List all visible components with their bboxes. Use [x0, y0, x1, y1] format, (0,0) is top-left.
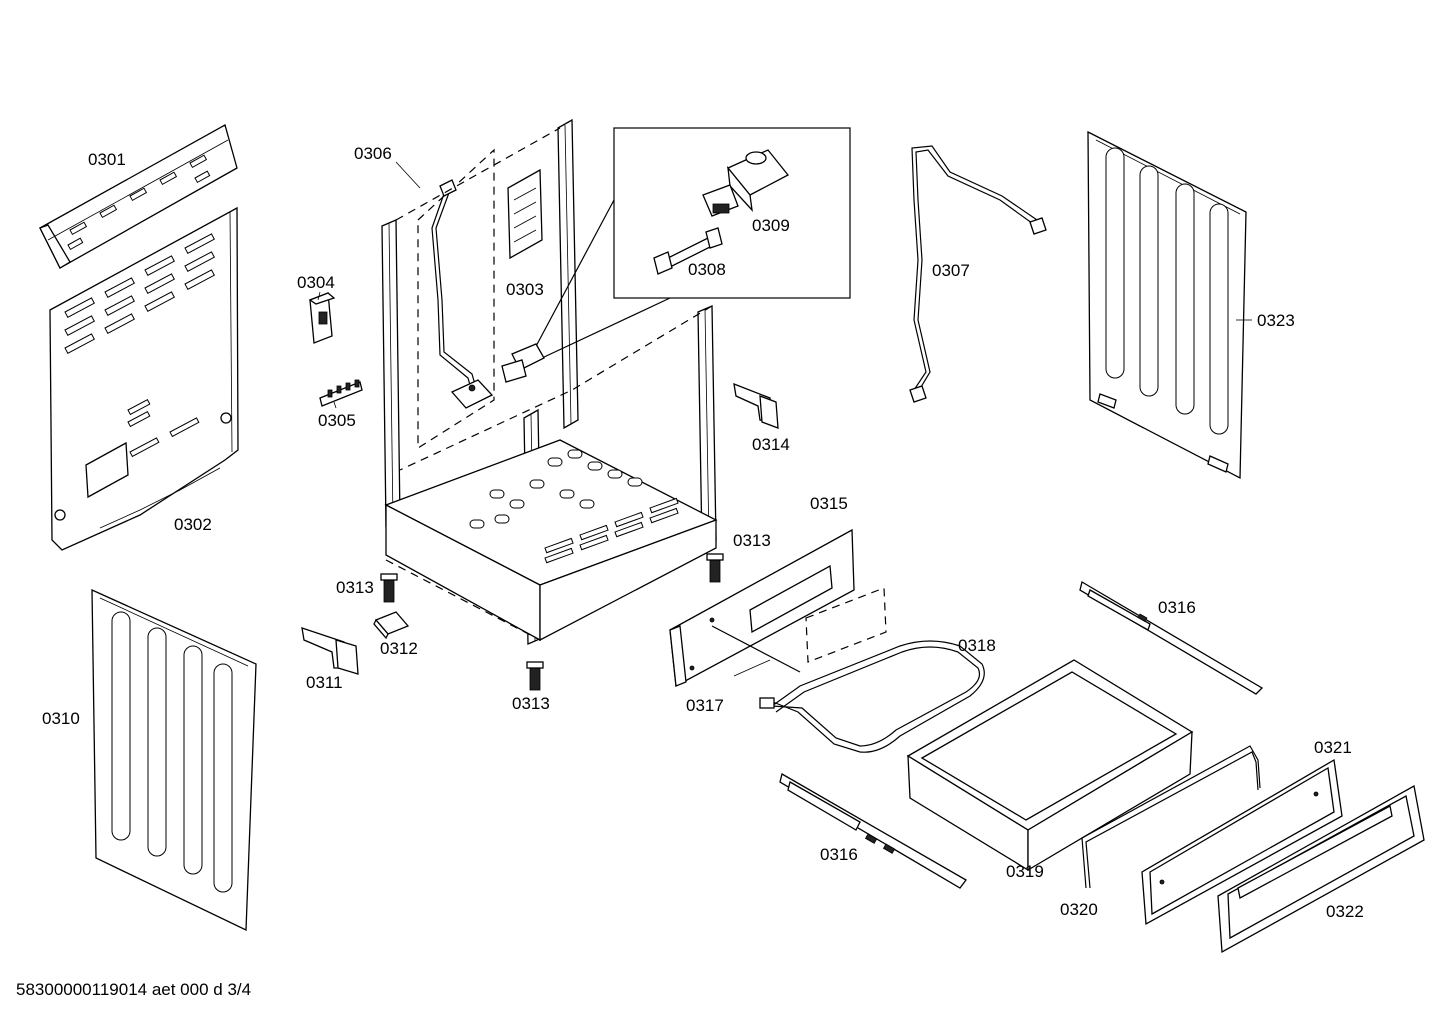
label-0313-left: 0313 — [336, 578, 374, 597]
label-0309: 0309 — [752, 216, 790, 235]
valve-inset-box — [533, 127, 851, 359]
part-0313-screw-a[interactable] — [380, 573, 398, 603]
part-0313-screw-b[interactable] — [706, 553, 724, 583]
part-0321-drawer-inner-panel[interactable] — [1141, 758, 1343, 926]
label-0314: 0314 — [752, 435, 790, 454]
part-0307-gas-pipe[interactable] — [909, 145, 1047, 403]
label-0320: 0320 — [1060, 900, 1098, 919]
label-0316-lower: 0316 — [820, 845, 858, 864]
part-0312-clip[interactable] — [373, 611, 410, 640]
label-0301: 0301 — [88, 150, 126, 169]
label-0316-upper: 0316 — [1158, 598, 1196, 617]
label-0313-right: 0313 — [733, 531, 771, 550]
part-0308-valve-fitting[interactable] — [653, 227, 723, 275]
label-0308: 0308 — [688, 260, 726, 279]
label-0313-bottom: 0313 — [512, 694, 550, 713]
label-0311: 0311 — [306, 673, 343, 692]
document-footer-id: 58300000119014 aet 000 d 3/4 — [16, 980, 252, 999]
part-0304-switch-block[interactable] — [308, 292, 336, 344]
label-0306: 0306 — [354, 144, 392, 163]
label-0304: 0304 — [297, 273, 335, 292]
part-0322-drawer-front[interactable] — [1217, 784, 1425, 954]
part-0318-heating-element[interactable] — [759, 640, 985, 753]
label-0303: 0303 — [506, 280, 544, 299]
label-0317: 0317 — [686, 696, 724, 715]
label-0307: 0307 — [932, 261, 970, 280]
part-0311-bracket[interactable] — [301, 627, 359, 675]
label-0315: 0315 — [810, 494, 848, 513]
part-0302-back-panel[interactable] — [49, 206, 239, 551]
valve-on-frame — [501, 343, 545, 383]
appliance-frame — [381, 118, 718, 645]
label-0323: 0323 — [1257, 311, 1295, 330]
label-0312: 0312 — [380, 639, 418, 658]
part-0306-gas-tube[interactable] — [417, 148, 495, 450]
part-0310-side-panel-left[interactable] — [91, 588, 257, 932]
part-0303-control-board[interactable] — [507, 168, 543, 260]
part-0309-gas-valve[interactable] — [702, 149, 789, 217]
part-0316-rail-lower[interactable] — [779, 773, 967, 889]
label-0321: 0321 — [1314, 738, 1352, 757]
callout-labels: 0301 0306 0309 0308 0307 0304 0303 0323 … — [42, 144, 1364, 921]
part-0316-rail-upper[interactable] — [1079, 580, 1264, 695]
leader-lines — [317, 161, 1252, 677]
label-0322: 0322 — [1326, 902, 1364, 921]
part-0301-top-trim[interactable] — [39, 124, 238, 269]
part-0323-side-panel-right[interactable] — [1087, 130, 1247, 480]
label-0302: 0302 — [174, 515, 212, 534]
label-0305: 0305 — [318, 411, 356, 430]
label-0310: 0310 — [42, 709, 80, 728]
label-0318: 0318 — [958, 636, 996, 655]
part-0314-bracket[interactable] — [733, 382, 779, 429]
label-0319: 0319 — [1006, 862, 1044, 881]
part-0305-terminal-strip[interactable] — [319, 379, 363, 407]
part-0317-heater-cover[interactable] — [711, 587, 887, 673]
part-0319-drawer-tray[interactable] — [906, 659, 1194, 872]
part-0320-drawer-rod[interactable] — [1081, 745, 1261, 889]
part-0313-screw-c[interactable] — [526, 661, 544, 691]
part-0315-drawer-plate[interactable] — [669, 528, 855, 688]
